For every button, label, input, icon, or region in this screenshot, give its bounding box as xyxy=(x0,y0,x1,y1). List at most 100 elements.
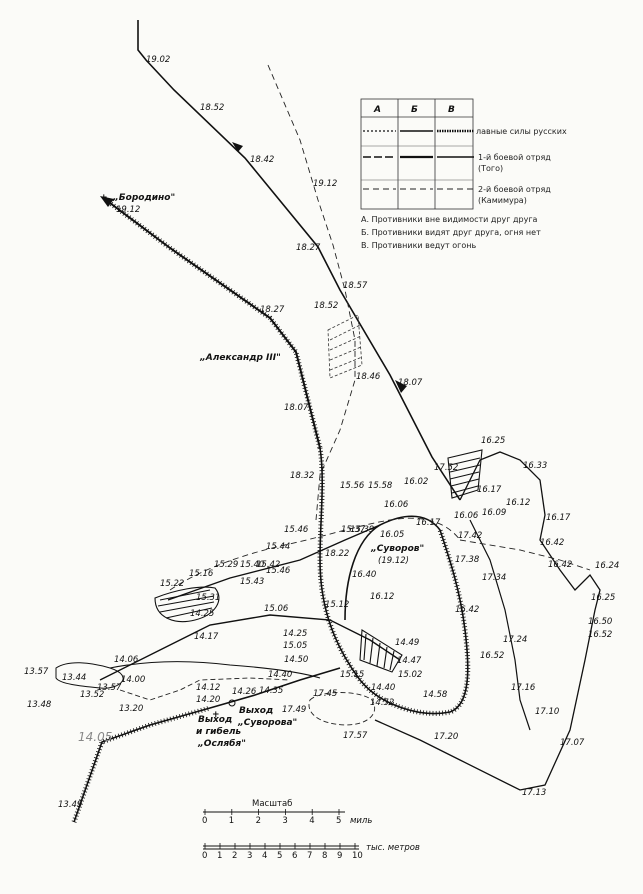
legend-togo-name: (Того) xyxy=(478,164,503,173)
kamimura-loop-west xyxy=(169,517,461,591)
time-label: 14.40 xyxy=(371,683,395,693)
scale-tick-label: 2 xyxy=(256,816,261,826)
suvorov-time: (19.12) xyxy=(378,556,409,566)
time-label: 15.43 xyxy=(240,577,264,587)
scale-title: Масштаб xyxy=(252,799,292,809)
scale-tick-label: 2 xyxy=(232,851,237,861)
scale-tick-label: 10 xyxy=(352,851,363,861)
time-label: 14.12 xyxy=(196,683,220,693)
time-label: 17.20 xyxy=(434,732,458,742)
time-label: 15.46 xyxy=(266,566,291,576)
time-label: 18.52 xyxy=(314,301,338,311)
time-label: 16.05 xyxy=(380,530,404,540)
suvorov-exit-marker xyxy=(228,699,236,707)
svg-text:+: + xyxy=(100,193,108,203)
time-label: 16.42 xyxy=(540,538,564,548)
legend: А Б В лавные силы русских 1-й боевой отр… xyxy=(360,98,567,250)
scale-tick-label: 3 xyxy=(282,816,287,826)
time-label: 13.48 xyxy=(27,700,52,710)
scale-tick-label: 5 xyxy=(336,816,341,826)
time-label: 18.32 xyxy=(290,471,314,481)
time-label: 14.26 xyxy=(232,687,257,697)
time-label: 17.52 xyxy=(434,463,458,473)
oslyabya-line2: и гибель xyxy=(196,726,241,737)
time-label: 19.02 xyxy=(146,55,170,65)
west-loop xyxy=(55,662,124,689)
legend-togo: 1-й боевой отряд xyxy=(478,153,551,162)
time-label: 14.52 xyxy=(370,698,394,708)
scale-tick-label: 6 xyxy=(292,851,297,861)
time-label: 17.10 xyxy=(535,707,559,717)
time-label: 14.50 xyxy=(284,655,308,665)
time-label: 15.37 xyxy=(341,525,366,535)
togo-track-west xyxy=(167,524,381,601)
time-label: 17.13 xyxy=(522,788,546,798)
time-label: 15.46 xyxy=(284,525,309,535)
togo-loop-east xyxy=(374,451,601,791)
time-label: 18.07 xyxy=(284,403,309,413)
scale-tick-label: 5 xyxy=(277,851,282,861)
russian-entry-track xyxy=(73,667,341,823)
borodino-label: „Бородино" xyxy=(112,193,175,203)
time-label: 15.12 xyxy=(325,600,349,610)
legend-col-b: Б xyxy=(411,105,418,115)
alexander-label: „Александр III" xyxy=(199,353,281,363)
time-label: 18.57 xyxy=(343,281,368,291)
legend-col-c: В xyxy=(448,105,455,115)
time-label: 16.17 xyxy=(416,518,441,528)
time-label: 14.49 xyxy=(395,638,419,648)
scale-tick-label: 1 xyxy=(217,851,222,861)
scale-tick-label: 0 xyxy=(202,851,207,861)
suvorov-label: „Суворов" xyxy=(370,544,424,554)
scale-tick-label: 3 xyxy=(247,851,252,861)
time-label: 15.58 xyxy=(368,481,393,491)
legend-russian: лавные силы русских xyxy=(476,127,567,136)
time-label: 16.33 xyxy=(523,461,547,471)
suvorov-exit-name: „Суворова" xyxy=(237,718,297,728)
time-label: 15.56 xyxy=(340,481,365,491)
kamimura-track-north xyxy=(267,64,356,521)
time-label: 14.47 xyxy=(397,656,422,666)
legend-col-a: А xyxy=(373,105,381,115)
scale-tick-label: 9 xyxy=(337,851,342,861)
time-label: 15.44 xyxy=(266,542,290,552)
oslyabya-line3: „Ослябя" xyxy=(197,738,246,749)
legend-note-c: В. Противники ведут огонь xyxy=(361,241,476,250)
time-label: 14.35 xyxy=(259,686,283,696)
scale-tick-label: 4 xyxy=(309,816,314,826)
time-labels: 19.02 18.52 18.42 19.12 18.27 18.57 18.5… xyxy=(24,55,619,810)
time-label: 14.17 xyxy=(194,632,219,642)
time-label: 16.17 xyxy=(477,485,502,495)
time-label: 16.12 xyxy=(370,592,394,602)
scale-tick-label: 7 xyxy=(307,851,312,861)
time-label: 16.02 xyxy=(404,477,428,487)
legend-note-a: А. Противники вне видимости друг друга xyxy=(361,215,538,224)
time-label: 15.06 xyxy=(264,604,289,614)
scale-tick-label: 4 xyxy=(262,851,267,861)
time-label: 13.57 xyxy=(97,683,122,693)
borodino-time: 19.12 xyxy=(116,205,140,215)
time-label: 13.49 xyxy=(58,800,82,810)
time-label: 15.05 xyxy=(283,641,307,651)
time-label: 14.20 xyxy=(196,695,220,705)
time-label: 14.06 xyxy=(114,655,139,665)
time-label: 13.20 xyxy=(119,704,143,714)
time-label: 14.25 xyxy=(190,609,214,619)
time-label: 15.29 xyxy=(214,560,238,570)
time-label: 18.27 xyxy=(260,305,285,315)
time-label: 17.07 xyxy=(560,738,585,748)
time-label: 15.15 xyxy=(340,670,364,680)
time-label: 15.16 xyxy=(189,569,214,579)
time-label: 17.38 xyxy=(455,555,480,565)
time-label: 16.42 xyxy=(548,560,572,570)
time-label: 16.25 xyxy=(481,436,505,446)
time-label: 16.25 xyxy=(591,593,615,603)
legend-box xyxy=(360,98,474,210)
time-label: 13.57 xyxy=(24,667,49,677)
time-label: 18.27 xyxy=(296,243,321,253)
time-label: 16.40 xyxy=(352,570,376,580)
time-label: 19.12 xyxy=(313,179,337,189)
